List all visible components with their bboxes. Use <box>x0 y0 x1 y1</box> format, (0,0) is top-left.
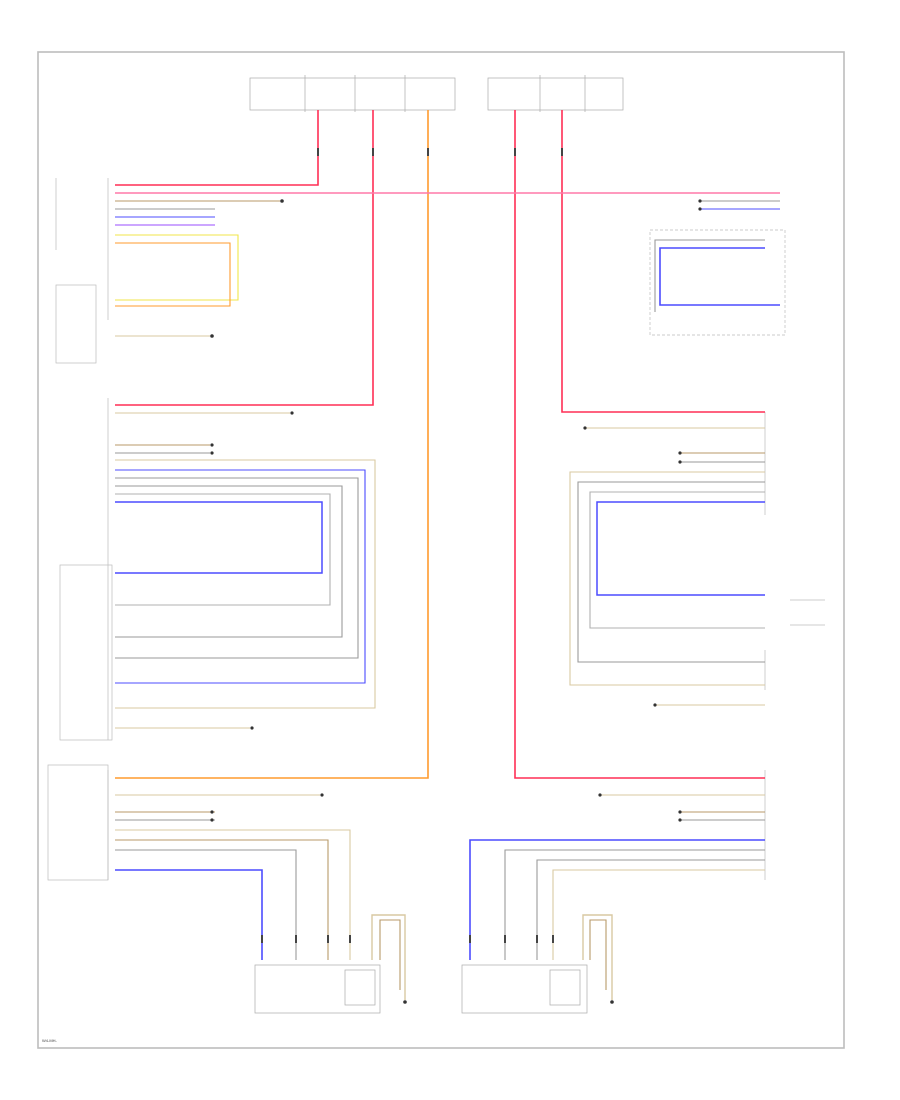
left-connector-frames <box>47 178 113 881</box>
diagram-id: W4-MH- <box>42 1038 58 1043</box>
top-right-wires <box>654 200 780 312</box>
wire-splice-marks <box>261 148 563 943</box>
middle-right-wires <box>569 427 765 706</box>
bottom-left-wires <box>115 794 406 1000</box>
middle-left-wires <box>115 412 376 729</box>
fuse-block-right <box>487 75 624 112</box>
bottom-right-wires <box>469 794 765 1000</box>
bottom-sensor-right <box>461 964 588 1014</box>
fuse-block-left <box>249 75 456 112</box>
bottom-sensor-left <box>254 964 381 1014</box>
fuse-feeds <box>115 110 765 779</box>
right-connector-frames <box>649 229 825 880</box>
diagram-border <box>37 51 845 1049</box>
top-left-wires <box>115 200 280 337</box>
connector-dots <box>210 199 702 1004</box>
